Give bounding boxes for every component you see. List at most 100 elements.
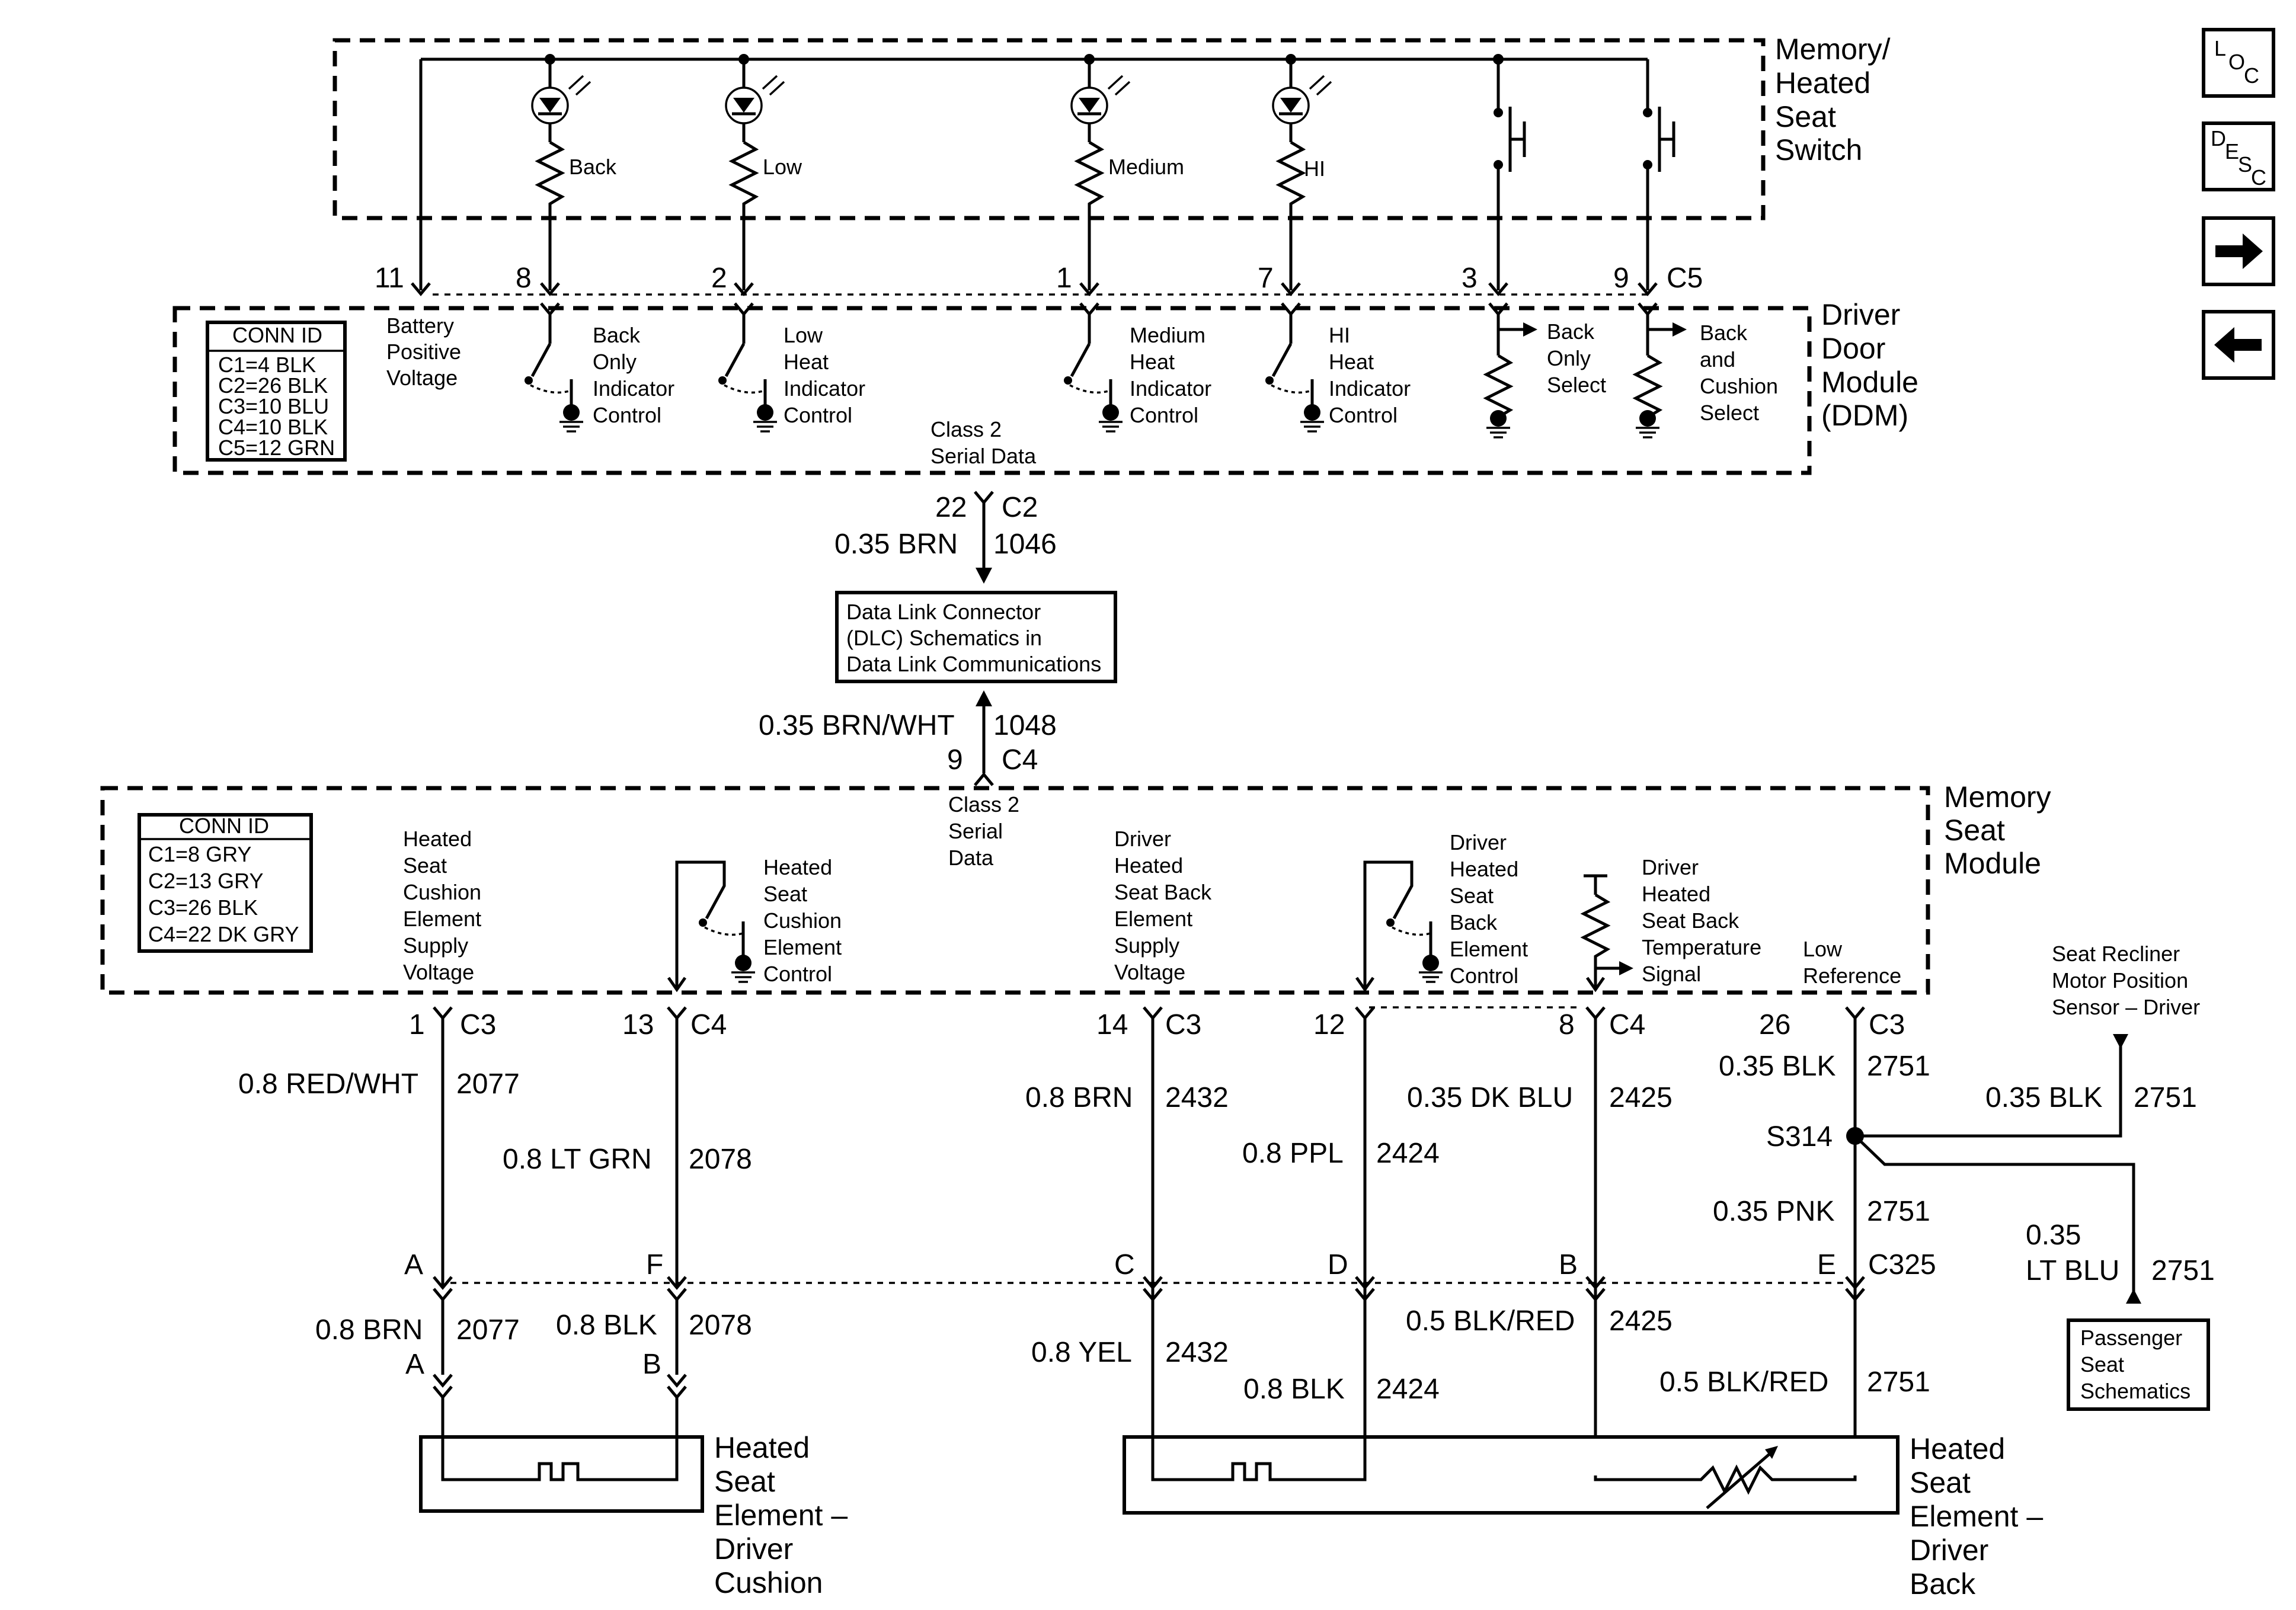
- svg-text:1: 1: [1056, 263, 1072, 294]
- svg-text:Memory/: Memory/: [1775, 33, 1891, 66]
- msm-conn-id: CONN ID C1=8 GRY C2=13 GRY C3=26 BLK C4=…: [137, 813, 313, 953]
- svg-text:1046: 1046: [993, 529, 1057, 560]
- svg-text:Select: Select: [1547, 373, 1606, 397]
- svg-text:Supply: Supply: [1114, 933, 1179, 958]
- svg-text:2751: 2751: [2134, 1082, 2197, 1113]
- desc-button[interactable]: D E S C: [2202, 121, 2275, 191]
- svg-text:2751: 2751: [2151, 1255, 2215, 1286]
- svg-text:Medium: Medium: [1130, 323, 1205, 347]
- svg-text:Element –: Element –: [1910, 1500, 2043, 1533]
- svg-text:Only: Only: [593, 350, 637, 374]
- svg-text:Memory: Memory: [1944, 780, 2051, 814]
- svg-text:0.35 BLK: 0.35 BLK: [1985, 1082, 2102, 1113]
- svg-text:Data: Data: [948, 846, 994, 870]
- svg-text:C2=26 BLK: C2=26 BLK: [218, 373, 328, 398]
- svg-text:E: E: [1817, 1249, 1836, 1281]
- svg-text:7: 7: [1258, 263, 1274, 294]
- svg-text:Schematics: Schematics: [2080, 1379, 2191, 1403]
- prev-button[interactable]: [2202, 310, 2275, 380]
- svg-text:0.35 PNK: 0.35 PNK: [1713, 1196, 1834, 1227]
- svg-text:Data Link Communications: Data Link Communications: [846, 652, 1101, 676]
- svg-text:Back: Back: [1547, 319, 1595, 344]
- svg-text:Element: Element: [1450, 937, 1528, 961]
- svg-text:Driver: Driver: [1642, 855, 1699, 879]
- svg-text:C: C: [2244, 63, 2259, 88]
- svg-text:3: 3: [1462, 263, 1478, 294]
- svg-text:8: 8: [1559, 1009, 1575, 1041]
- passenger-seat-link[interactable]: Passenger Seat Schematics: [2067, 1318, 2210, 1411]
- svg-text:14: 14: [1096, 1009, 1128, 1041]
- svg-text:Indicator: Indicator: [784, 376, 865, 401]
- svg-text:Voltage: Voltage: [1114, 960, 1185, 984]
- msm-serial-label: Class 2 Serial Data: [948, 792, 1019, 870]
- svg-text:C3: C3: [1869, 1009, 1905, 1041]
- svg-text:Element –: Element –: [714, 1499, 848, 1532]
- svg-text:8: 8: [516, 263, 532, 294]
- svg-text:2432: 2432: [1165, 1082, 1229, 1113]
- svg-text:A: A: [404, 1249, 423, 1281]
- svg-text:Heated: Heated: [714, 1431, 810, 1464]
- ddm-serial-label: Class 2 Serial Data: [930, 417, 1037, 468]
- svg-text:Motor Position: Motor Position: [2052, 968, 2188, 993]
- svg-text:Heated: Heated: [1642, 882, 1710, 906]
- svg-text:Heated: Heated: [1114, 853, 1183, 878]
- splice-s314: S314: [1766, 1034, 2141, 1304]
- svg-text:CONN ID: CONN ID: [179, 814, 269, 838]
- svg-text:Select: Select: [1700, 401, 1759, 425]
- svg-text:Driver: Driver: [1114, 827, 1171, 851]
- back-heater-element: Heated Seat Element – Driver Back: [1123, 1432, 2043, 1601]
- svg-text:Heat: Heat: [1329, 350, 1374, 374]
- svg-text:Voltage: Voltage: [403, 960, 474, 984]
- svg-text:2424: 2424: [1376, 1138, 1440, 1169]
- svg-text:Back: Back: [569, 155, 617, 179]
- low-reference-label: Low Reference: [1803, 937, 1901, 988]
- next-button[interactable]: [2202, 216, 2275, 286]
- ddm-pins: 11 8 2 1 7 3 9 C5: [375, 263, 1703, 294]
- svg-text:Low: Low: [784, 323, 823, 347]
- svg-text:C325: C325: [1868, 1249, 1936, 1281]
- svg-text:C4=22 DK GRY: C4=22 DK GRY: [148, 922, 299, 946]
- svg-text:C3: C3: [460, 1009, 496, 1041]
- driver-back-only: Back Only Indicator Control: [525, 314, 674, 433]
- svg-text:B: B: [1559, 1249, 1578, 1281]
- svg-text:0.5 BLK/RED: 0.5 BLK/RED: [1406, 1305, 1575, 1337]
- ddm-box: Driver Door Module (DDM): [172, 293, 1918, 475]
- svg-text:11: 11: [375, 263, 404, 294]
- svg-text:Heated: Heated: [763, 855, 832, 879]
- svg-text:F: F: [646, 1249, 663, 1281]
- svg-text:Cushion: Cushion: [403, 880, 481, 904]
- svg-text:Control: Control: [1450, 964, 1518, 988]
- svg-text:12: 12: [1313, 1009, 1345, 1041]
- driver-low-heat: Low Heat Indicator Control: [718, 314, 865, 433]
- svg-text:Element: Element: [1114, 907, 1192, 931]
- svg-text:Class 2: Class 2: [930, 417, 1002, 441]
- svg-text:2077: 2077: [456, 1068, 520, 1100]
- loc-button[interactable]: L O C: [2202, 28, 2275, 98]
- svg-text:Element: Element: [763, 935, 842, 959]
- svg-text:Driver: Driver: [1910, 1534, 1988, 1567]
- svg-text:0.35 BRN/WHT: 0.35 BRN/WHT: [759, 710, 955, 741]
- svg-text:C3=10 BLU: C3=10 BLU: [218, 394, 329, 418]
- driver-medium-heat: Medium Heat Indicator Control: [1064, 314, 1211, 433]
- svg-text:Back: Back: [593, 323, 641, 347]
- svg-text:26: 26: [1759, 1009, 1790, 1041]
- svg-text:Seat Back: Seat Back: [1642, 908, 1739, 933]
- battery-voltage-label: Battery Positive Voltage: [386, 313, 461, 390]
- select-back-cushion: Back and Cushion Select: [1632, 314, 1778, 438]
- svg-text:C5: C5: [1667, 263, 1703, 294]
- svg-text:Module: Module: [1821, 366, 1918, 399]
- svg-text:2424: 2424: [1376, 1374, 1440, 1405]
- svg-text:Control: Control: [593, 403, 661, 427]
- svg-text:C1=4 BLK: C1=4 BLK: [218, 353, 316, 377]
- svg-text:Serial Data: Serial Data: [930, 444, 1037, 468]
- svg-text:C3=26 BLK: C3=26 BLK: [148, 895, 258, 920]
- cushion-supply-label: Heated Seat Cushion Element Supply Volta…: [403, 827, 481, 984]
- svg-text:C5=12 GRN: C5=12 GRN: [218, 436, 335, 460]
- ddm-conn-id: CONN ID C1=4 BLK C2=26 BLK C3=10 BLU C4=…: [206, 321, 347, 462]
- c325-connector: A F C D B E C325 A B: [404, 1249, 1936, 1380]
- svg-text:0.8 PPL: 0.8 PPL: [1242, 1138, 1344, 1169]
- svg-text:Cushion: Cushion: [763, 908, 842, 933]
- svg-text:Driver: Driver: [1821, 298, 1900, 331]
- svg-text:1048: 1048: [993, 710, 1057, 741]
- driver-hi-heat: HI Heat Indicator Control: [1265, 314, 1411, 433]
